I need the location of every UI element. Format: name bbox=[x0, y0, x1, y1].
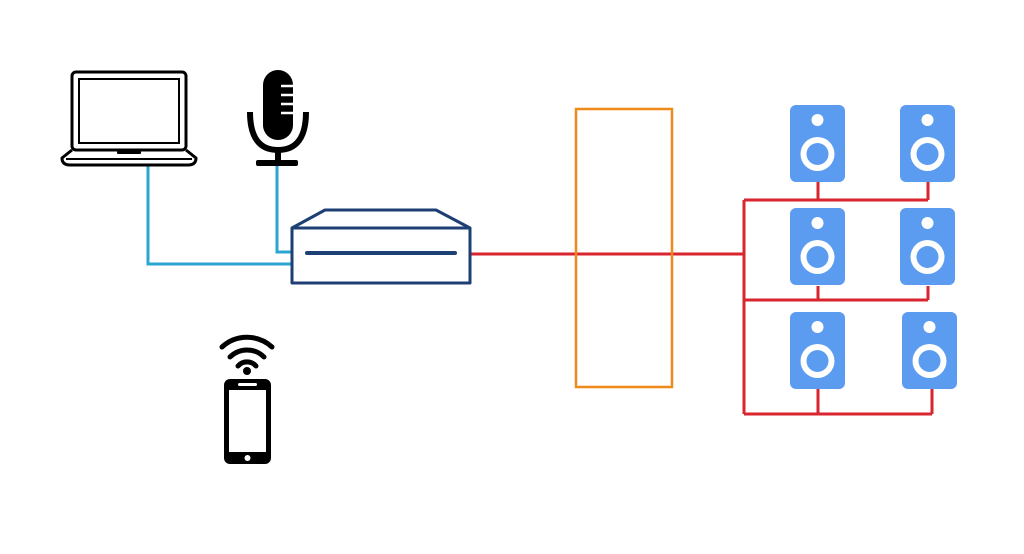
microphone-cable bbox=[275, 166, 292, 254]
laptop-cable bbox=[146, 166, 292, 266]
speaker-icon bbox=[790, 312, 845, 389]
wall-partition bbox=[574, 107, 674, 389]
microphone-icon bbox=[247, 70, 309, 166]
speaker-icon bbox=[902, 312, 957, 389]
speaker-icon bbox=[790, 105, 845, 182]
speaker-icon bbox=[790, 208, 845, 285]
amplifier-icon bbox=[290, 208, 472, 285]
speaker-icon bbox=[900, 105, 955, 182]
speaker-array bbox=[790, 105, 957, 389]
smartphone-icon bbox=[224, 379, 271, 464]
laptop-icon bbox=[60, 70, 198, 167]
source-cables bbox=[146, 166, 292, 266]
wifi-icon bbox=[219, 334, 275, 375]
speaker-icon bbox=[900, 208, 955, 285]
speaker-cables bbox=[470, 181, 934, 416]
